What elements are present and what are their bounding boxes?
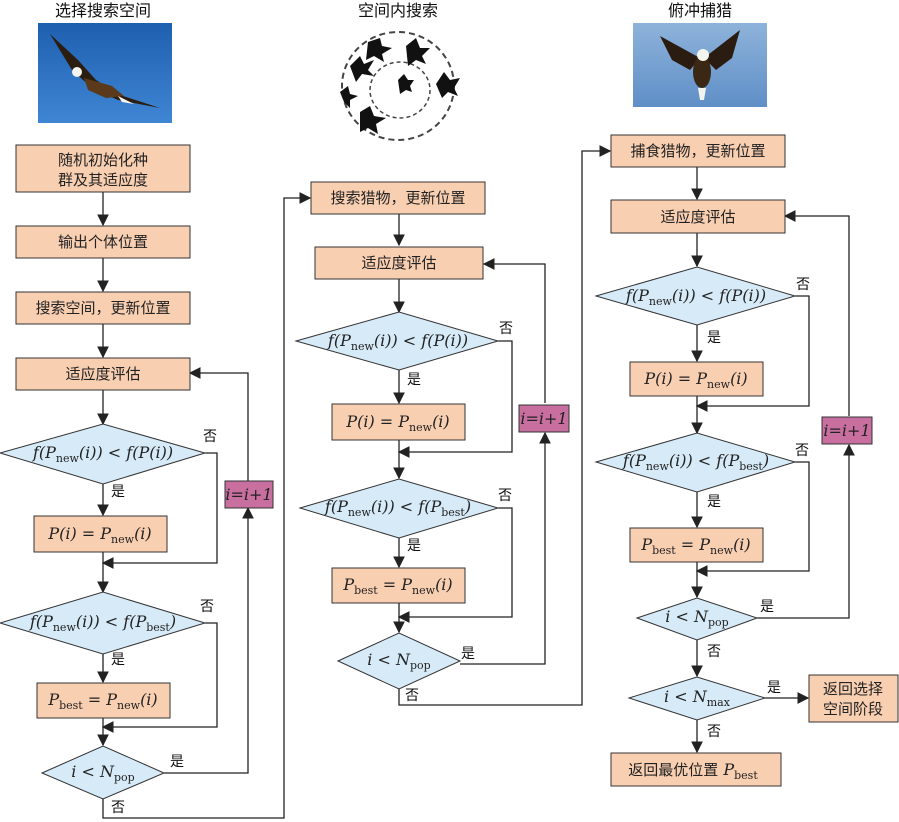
label-yes: 是 [111,652,125,668]
svg-text:f(Pnew(i)) < f(P(i)): f(Pnew(i)) < f(P(i)) [327,331,468,353]
decision-new-vs-current-3: f(Pnew(i)) < f(P(i)) [594,266,797,326]
process-return-best-label: 返回最优位置 [628,761,718,779]
label-yes: 是 [111,484,125,500]
branch-labels: 否 是 否 是 是 否 否 是 否 是 是 否 否 是 否 是 是 否 是 否 [111,277,810,816]
decision-i-lt-npop-2: i < Npop [336,632,462,690]
process-fitness-2: 适应度评估 [314,246,484,280]
decision-new-vs-best-3: f(Pnew(i)) < f(Pbest) [594,432,797,493]
counter-box-1-label: i=i+1 [225,485,272,504]
decision-new-vs-best-2: f(Pnew(i)) < f(Pbest) [298,478,500,539]
process-return-select-line2: 空间阶段 [823,700,883,718]
phase-title-search: 空间内搜索 [358,1,438,20]
label-no: 否 [111,800,125,816]
process-init: 随机初始化种 群及其适应度 [15,144,191,193]
label-no: 否 [499,321,513,337]
process-init-line2: 群及其适应度 [58,171,148,189]
label-yes: 是 [407,372,421,388]
decision-new-vs-current-1: f(Pnew(i)) < f(P(i)) [0,423,207,485]
process-search-prey-label: 搜索猎物，更新位置 [330,189,465,207]
label-no: 否 [707,644,721,660]
label-yes: 是 [760,599,774,615]
process-return-best: 返回最优位置 Pbest [610,752,782,787]
decision-i-lt-npop-3: i < Npop [635,597,759,641]
process-assign-best-2: Pbest = Pnew(i) [331,567,466,604]
label-no: 否 [200,599,214,615]
svg-text:P(i) = Pnew(i): P(i) = Pnew(i) [47,524,151,546]
decision-i-lt-nmax: i < Nmax [627,676,767,721]
process-assign-best-3: Pbest = Pnew(i) [629,527,764,563]
label-no: 否 [795,443,809,459]
label-no: 否 [707,724,721,740]
process-output-position-label: 输出个体位置 [58,233,148,251]
label-yes: 是 [767,680,781,696]
process-return-select: 返回选择 空间阶段 [808,674,899,723]
process-output-position: 输出个体位置 [15,225,191,259]
process-return-select-line1: 返回选择 [823,680,883,698]
phase-title-swoop: 俯冲捕猎 [668,1,732,20]
process-catch-prey-label: 捕食猎物，更新位置 [630,142,765,160]
counter-box-2: i=i+1 [518,404,570,433]
svg-text:P(i) = Pnew(i): P(i) = Pnew(i) [345,412,449,434]
phase-title-select: 选择搜索空间 [55,1,151,20]
counter-box-3: i=i+1 [821,416,873,445]
label-yes: 是 [707,330,721,346]
process-search-update: 搜索空间，更新位置 [15,291,191,325]
connectors [97,145,855,819]
label-yes: 是 [461,646,475,662]
label-yes: 是 [407,538,421,554]
svg-text:f(Pnew(i)) < f(P(i)): f(Pnew(i)) < f(P(i)) [32,443,173,465]
process-search-prey: 搜索猎物，更新位置 [310,181,486,215]
process-catch-prey: 捕食猎物，更新位置 [610,134,786,168]
eagle-soaring-image [38,23,172,123]
svg-text:P(i) = Pnew(i): P(i) = Pnew(i) [643,369,747,391]
decision-new-vs-best-1: f(Pnew(i)) < f(Pbest) [0,591,207,655]
label-no: 否 [498,488,512,504]
process-assign-pi-3: P(i) = Pnew(i) [629,361,764,397]
decision-new-vs-current-2: f(Pnew(i)) < f(P(i)) [294,311,500,371]
process-fitness-3: 适应度评估 [610,199,786,234]
process-fitness-1: 适应度评估 [15,357,191,391]
counter-box-2-label: i=i+1 [520,409,567,428]
svg-text:返回最优位置 Pbest: 返回最优位置 Pbest [628,760,758,782]
eagle-diving-image [633,23,767,107]
label-yes: 是 [707,494,721,510]
label-no: 否 [203,429,217,445]
process-search-update-label: 搜索空间，更新位置 [35,299,170,317]
label-yes: 是 [170,754,184,770]
label-no: 否 [405,688,419,704]
counter-box-1: i=i+1 [224,480,274,509]
decision-i-lt-npop-1: i < Npop [40,745,166,800]
process-init-line1: 随机初始化种 [58,151,148,169]
process-assign-best-1: Pbest = Pnew(i) [36,682,171,719]
process-fitness-2-label: 适应度评估 [361,254,436,272]
counter-box-3-label: i=i+1 [823,421,870,440]
process-fitness-3-label: 适应度评估 [660,208,735,226]
process-assign-pi-2: P(i) = Pnew(i) [331,403,466,441]
process-fitness-1-label: 适应度评估 [65,365,140,383]
svg-text:f(Pnew(i)) < f(P(i)): f(Pnew(i)) < f(P(i)) [625,286,766,308]
eagle-spiral-image [340,31,460,141]
label-no: 否 [796,277,810,293]
process-assign-pi-1: P(i) = Pnew(i) [33,515,168,553]
